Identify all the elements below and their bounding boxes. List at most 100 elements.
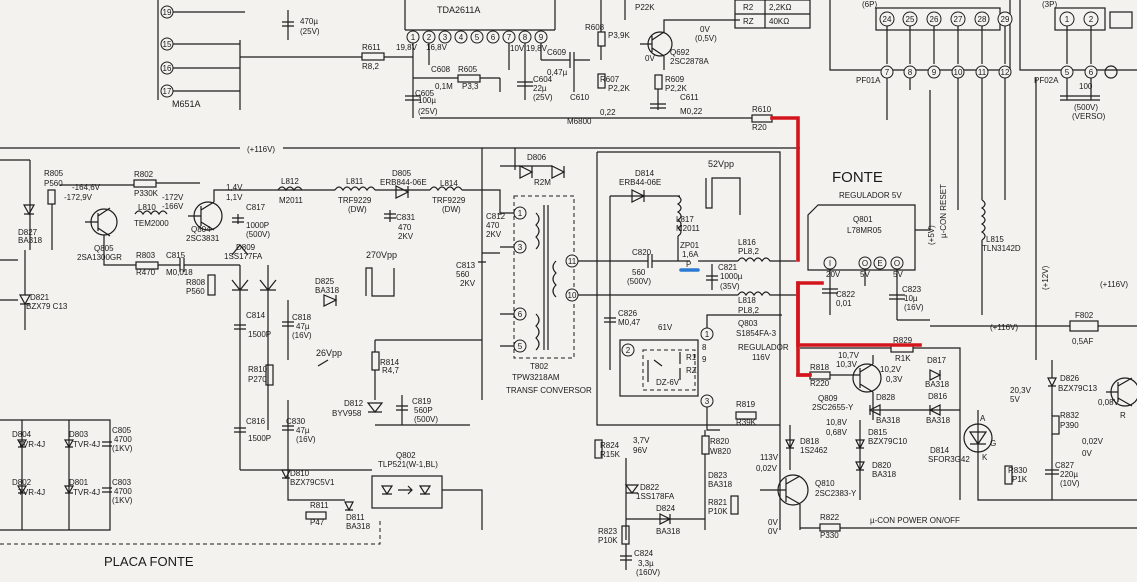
pin-label: 6 <box>491 33 496 42</box>
regulator-116v-value: 116V <box>752 353 771 362</box>
pin-label: 1 <box>705 330 710 339</box>
c819-label: C819 <box>412 397 432 406</box>
table-cell: RZ <box>743 17 754 26</box>
q805-value: 2SA1300GR <box>77 253 122 262</box>
voltage-label: 20,3V <box>1010 386 1032 395</box>
voltage-label: 0,02V <box>756 464 778 473</box>
pin-label: 9 <box>702 355 707 364</box>
voltage-label: 0,3V <box>886 375 903 384</box>
c824-value: 3,3µ <box>638 559 654 568</box>
c830-label: C830 <box>286 417 306 426</box>
d821-label: D821 <box>30 293 50 302</box>
q810-value: 2SC2383-Y <box>815 489 857 498</box>
pin-label: 28 <box>978 15 987 24</box>
q802-value: TLP521(W-1,BL) <box>378 460 438 469</box>
pin-label: 27 <box>954 15 963 24</box>
voltage-label: 0,68V <box>826 428 848 437</box>
c608-label: C608 <box>431 65 451 74</box>
c826-value: M0,47 <box>618 318 641 327</box>
r820-label: R820 <box>710 437 730 446</box>
table-cell: 2,2KΩ <box>769 3 791 12</box>
r829-value: R1K <box>895 354 911 363</box>
d823-value: BA318 <box>708 480 733 489</box>
c817-voltage: (500V) <box>246 230 270 239</box>
c822-label: C822 <box>836 290 856 299</box>
rail-label-116v: (+116V) <box>990 323 1018 332</box>
voltage-label: 19,8V <box>396 43 418 52</box>
pin-label: 8 <box>523 33 528 42</box>
connector-label: (6P) <box>862 0 877 9</box>
pin-label: 3 <box>705 397 710 406</box>
r805-label: R805 <box>44 169 64 178</box>
voltage-label: -166V <box>162 202 184 211</box>
voltage-label: 3,7V <box>633 436 650 445</box>
q803-label: Q803 <box>738 319 758 328</box>
pin-label: G <box>990 439 996 448</box>
c803-label: C803 <box>112 478 132 487</box>
l815-value: TLN3142D <box>982 244 1021 253</box>
r822-value: P330 <box>820 531 839 540</box>
voltage-label: 5V <box>893 270 903 279</box>
highlight-trace <box>770 116 922 377</box>
d824-value: BA318 <box>656 527 681 536</box>
l816-label: L816 <box>738 238 756 247</box>
p22k-value: P22K <box>635 3 655 12</box>
d825-label: D825 <box>315 277 335 286</box>
board-title: PLACA FONTE <box>104 554 194 569</box>
c100-note: (VERSO) <box>1072 112 1106 121</box>
l811-note: (DW) <box>348 205 367 214</box>
c830-voltage: (16V) <box>296 435 316 444</box>
pin-label: 10 <box>954 68 963 77</box>
c817-value: 1000P <box>246 221 269 230</box>
q803-r1-label: R1 <box>686 353 697 362</box>
c815-value: M0,018 <box>166 268 193 277</box>
d826-label: D826 <box>1060 374 1080 383</box>
top-cap-voltage: (25V) <box>300 27 320 36</box>
voltage-label: 0V <box>768 518 778 527</box>
q803-rz-label: RZ <box>686 366 697 375</box>
r819-label: R819 <box>736 400 756 409</box>
q801-label: Q801 <box>853 215 873 224</box>
pin-label: 3 <box>518 243 523 252</box>
c812-label: C812 <box>486 212 506 221</box>
pin-label: 10 <box>568 291 577 300</box>
q809-transistor-icon <box>852 363 882 393</box>
r803-value: R470 <box>136 268 156 277</box>
c821-label: C821 <box>718 263 738 272</box>
r830-label: R830 <box>1008 466 1028 475</box>
d801-label: D801 <box>69 478 89 487</box>
d814-value: ERB44-06E <box>619 178 661 187</box>
pin-label: 25 <box>906 15 915 24</box>
d815-label: D815 <box>868 428 888 437</box>
ucon-power-label: µ-CON POWER ON/OFF <box>870 516 960 525</box>
r832-value: P390 <box>1060 421 1079 430</box>
pin-label: 9 <box>932 68 937 77</box>
d811-value: BA318 <box>346 522 371 531</box>
waveform-label: 26Vpp <box>316 348 342 358</box>
voltage-label: -164,6V <box>72 183 101 192</box>
d817-value: BA318 <box>925 380 950 389</box>
d806-value: R2M <box>534 178 551 187</box>
voltage-label: 10,8V <box>826 418 848 427</box>
c604-voltage: (25V) <box>533 93 553 102</box>
c827-value: 220µ <box>1060 470 1078 479</box>
d812-value: BYV958 <box>332 409 362 418</box>
d805-value: ERB844-06E <box>380 178 427 187</box>
q809-value: 2SC2655-Y <box>812 403 854 412</box>
connector-pf01a: (6P) 24 25 26 27 28 29 PF01A 7 8 9 10 11… <box>829 0 1013 210</box>
connector-label: (3P) <box>1042 0 1057 9</box>
l814-value: TRF9229 <box>432 196 466 205</box>
d802-value: TVR-4J <box>18 488 45 497</box>
pin-label: 11 <box>978 68 987 77</box>
r821-label: R821 <box>708 498 728 507</box>
r803-label: R803 <box>136 251 156 260</box>
r818-label: R818 <box>810 363 830 372</box>
pin-label: 17 <box>163 87 172 96</box>
pin-label: 5 <box>518 342 523 351</box>
pin-label: 15 <box>163 40 172 49</box>
c604-label: C604 <box>533 75 553 84</box>
m6800-label: M6800 <box>567 117 592 126</box>
c816-value: 1500P <box>248 434 271 443</box>
f802-label: F802 <box>1075 311 1094 320</box>
q804-label: Q804 <box>191 225 211 234</box>
